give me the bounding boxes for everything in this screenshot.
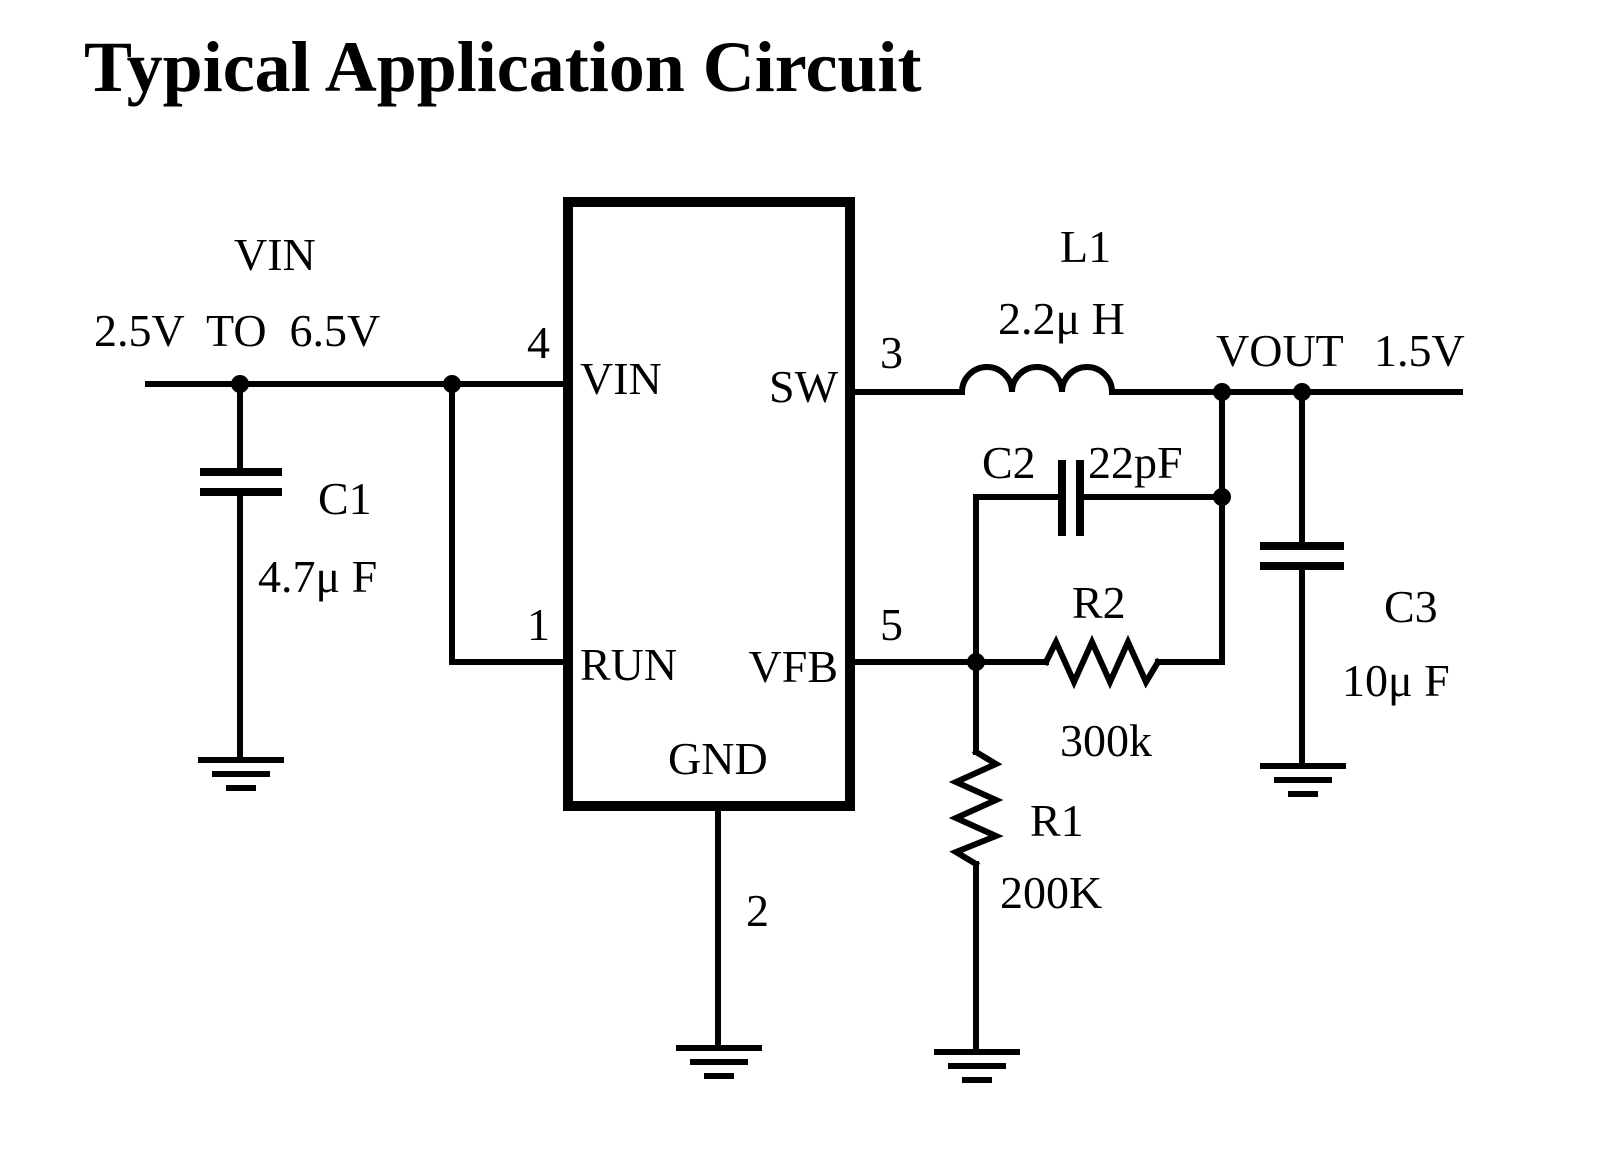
c3-value-label: 10μ F xyxy=(1342,655,1450,706)
ic-body xyxy=(563,197,855,811)
pin-2-number: 2 xyxy=(746,885,769,936)
vin-net-label: VIN xyxy=(234,229,316,280)
l1-ref-label: L1 xyxy=(1060,221,1111,272)
junction-dot xyxy=(1293,383,1311,401)
labels: VIN 2.5V TO 6.5V 4 VIN 1 RUN 3 SW 5 VFB … xyxy=(94,221,1465,936)
ground-r1-icon xyxy=(934,1049,1020,1083)
junction-dot xyxy=(967,653,985,671)
resistor-r1-symbol xyxy=(948,747,1004,869)
junction-dot xyxy=(443,375,461,393)
junction-dot xyxy=(1213,488,1231,506)
c3-ref-label: C3 xyxy=(1384,581,1438,632)
r1-ref-label: R1 xyxy=(1030,795,1084,846)
c2-left-wire xyxy=(973,494,1063,665)
pin-sw-name: SW xyxy=(769,361,839,412)
page-title: Typical Application Circuit xyxy=(84,27,922,107)
junctions xyxy=(231,375,1311,671)
c2-value-label: 22pF xyxy=(1088,437,1183,488)
vout-voltage-label: 1.5V xyxy=(1374,325,1465,376)
pin-vfb-name: VFB xyxy=(749,641,838,692)
ground-c3-icon xyxy=(1260,763,1346,797)
vin-range-label: 2.5V TO 6.5V xyxy=(94,305,380,356)
junction-dot xyxy=(231,375,249,393)
vout-net-label: VOUT xyxy=(1216,325,1344,376)
capacitor-c1-symbol xyxy=(200,468,282,496)
pin-1-number: 1 xyxy=(527,599,550,650)
resistor-r2-symbol xyxy=(1041,634,1163,690)
inductor-l1-symbol xyxy=(958,364,1116,396)
run-tie-wire xyxy=(449,381,563,665)
pin-4-number: 4 xyxy=(527,317,550,368)
ground-c1-icon xyxy=(198,757,284,791)
capacitor-c3-symbol xyxy=(1260,542,1344,570)
pin-3-number: 3 xyxy=(880,327,903,378)
pin-gnd-name: GND xyxy=(668,733,768,784)
wires xyxy=(145,381,1463,1053)
c1-ref-label: C1 xyxy=(318,473,372,524)
pin-run-name: RUN xyxy=(580,639,677,690)
pin-5-number: 5 xyxy=(880,599,903,650)
r2-value-label: 300k xyxy=(1060,715,1152,766)
l1-value-label: 2.2μ H xyxy=(998,293,1125,344)
capacitor-c2-symbol xyxy=(1058,460,1084,536)
junction-dot xyxy=(1213,383,1231,401)
r2-ref-label: R2 xyxy=(1072,577,1126,628)
r1-value-label: 200K xyxy=(1000,867,1102,918)
pin-vin-name: VIN xyxy=(580,353,662,404)
ground-ic-icon xyxy=(676,1045,762,1079)
c1-value-label: 4.7μ F xyxy=(258,551,377,602)
c2-ref-label: C2 xyxy=(982,437,1036,488)
